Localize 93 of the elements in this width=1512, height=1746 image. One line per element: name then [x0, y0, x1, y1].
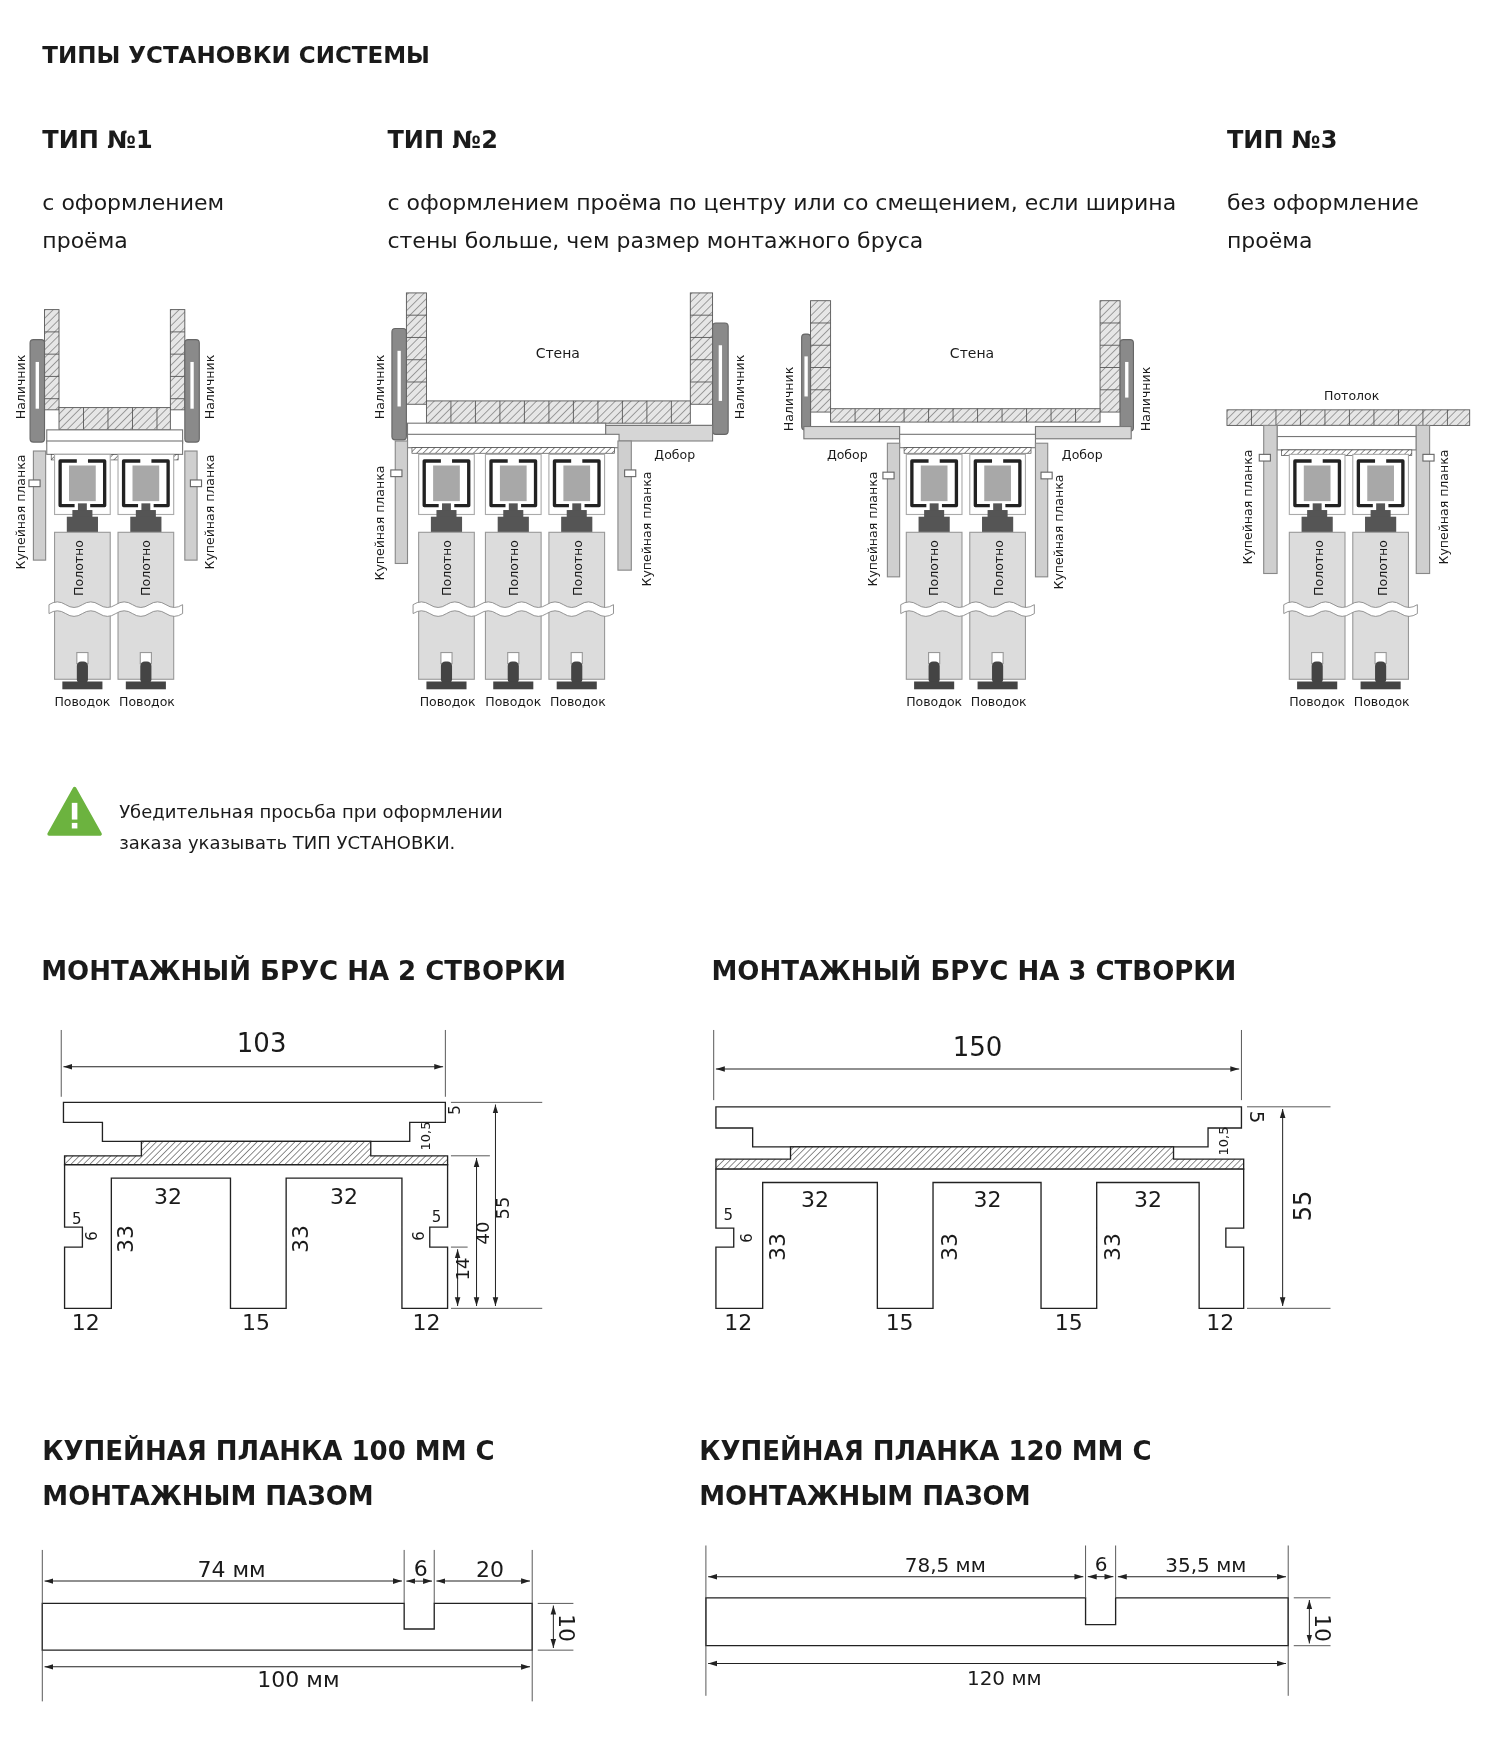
dimension-label: 33 [765, 1233, 792, 1261]
page-title: ТИПЫ УСТАНОВКИ СИСТЕМЫ [42, 41, 430, 70]
section-heading: КУПЕЙНАЯ ПЛАНКА 120 ММ С МОНТАЖНЫМ ПАЗОМ [699, 1434, 1153, 1513]
part-label: Добор [826, 446, 868, 462]
part-label: Полотно [505, 539, 521, 596]
dimension-label: 12 [71, 1309, 100, 1336]
part-label: Купейная планка [371, 465, 387, 581]
part-label: Купейная планка [1435, 449, 1451, 564]
dimension-label: 6 [738, 1233, 757, 1243]
part-label: Купейная планка [864, 471, 880, 587]
type-heading: ТИП №2 [387, 125, 498, 155]
part-label: Наличник [12, 355, 28, 420]
dimension-label: 74 мм [197, 1556, 266, 1584]
part-label: Поводок [970, 693, 1027, 709]
part-label: Полотно [1310, 539, 1326, 596]
dimension-label: 32 [330, 1183, 359, 1211]
dimension-label: 20 [475, 1556, 504, 1584]
dimension-label: 32 [1133, 1187, 1162, 1214]
dimension-label: 15 [242, 1309, 271, 1336]
dimension-label: 5 [723, 1205, 733, 1224]
dimension-label: 5 [1245, 1110, 1269, 1124]
dimension-label: 150 [952, 1032, 1003, 1064]
dimension-label: 10 [1308, 1613, 1335, 1642]
dimension-label: 10 [552, 1613, 579, 1642]
part-label: Потолок [1324, 387, 1380, 403]
dimension-label: 33 [112, 1225, 139, 1254]
dimension-label: 6 [1094, 1552, 1108, 1577]
part-label: Купейная планка [638, 471, 654, 587]
dimension-label: 14 [452, 1257, 474, 1281]
part-label: Наличник [731, 355, 747, 420]
dimension-label: 15 [885, 1309, 914, 1336]
dimension-label: 15 [1054, 1309, 1083, 1336]
part-label: Наличник [371, 355, 387, 420]
section-heading: КУПЕЙНАЯ ПЛАНКА 100 ММ С МОНТАЖНЫМ ПАЗОМ [42, 1434, 496, 1513]
type-heading: ТИП №3 [1226, 125, 1338, 155]
dimension-label: 5 [446, 1105, 465, 1115]
part-label: Поводок [906, 693, 963, 709]
part-label: Полотно [990, 539, 1006, 596]
part-label: Поводок [549, 693, 606, 709]
part-label: Поводок [1353, 693, 1410, 709]
section-heading: МОНТАЖНЫЙ БРУС НА 3 СТВОРКИ [711, 956, 1237, 988]
part-label: Поводок [1289, 693, 1346, 709]
part-label: Купейная планка [1239, 449, 1255, 564]
part-label: Поводок [54, 693, 111, 709]
dimension-label: 32 [801, 1187, 829, 1214]
part-label: Добор [1061, 446, 1103, 462]
dimension-label: 5 [431, 1207, 442, 1226]
part-label: Полотно [1374, 539, 1390, 596]
dimension-label: 33 [936, 1233, 963, 1261]
dimension-label: 40 [472, 1221, 494, 1244]
type-description: с оформлением проёма [42, 188, 226, 256]
part-label: Стена [535, 344, 580, 362]
part-label: Наличник [201, 355, 217, 420]
part-label: Полотно [137, 539, 153, 596]
dimension-label: 5 [72, 1210, 82, 1229]
part-label: Наличник [1137, 366, 1153, 431]
part-label: Наличник [780, 366, 796, 431]
dimension-label: 78,5 мм [904, 1553, 986, 1578]
part-label: Поводок [119, 693, 175, 709]
dimension-label: 32 [973, 1187, 1002, 1214]
type-heading: ТИП №1 [42, 125, 153, 155]
dimension-label: 100 мм [257, 1666, 340, 1694]
part-label: Купейная планка [12, 454, 28, 570]
dimension-label: 120 мм [966, 1665, 1042, 1690]
part-label: Полотно [569, 539, 585, 596]
dimension-label: 32 [154, 1183, 183, 1211]
part-label: Купейная планка [1050, 474, 1066, 590]
part-label: Полотно [70, 539, 86, 596]
dimension-label: 103 [236, 1028, 287, 1060]
dimension-label: 55 [492, 1196, 515, 1220]
dimension-label: 12 [1206, 1309, 1235, 1336]
dimension-label: 6 [409, 1231, 428, 1241]
dimension-label: 10,5 [1215, 1126, 1232, 1156]
dimension-label: 55 [1288, 1190, 1318, 1222]
part-label: Поводок [419, 693, 476, 709]
part-label: Полотно [925, 539, 941, 596]
part-label: Поводок [485, 693, 542, 709]
type-description: с оформлением проёма по центру или со смещением, если ширина стены больше, чем размер монтажного бруса [387, 188, 1178, 256]
dimension-label: 6 [413, 1555, 428, 1582]
section-heading: МОНТАЖНЫЙ БРУС НА 2 СТВОРКИ [41, 956, 567, 988]
note-text: Убедительная просьба при оформлении заказа указывать ТИП УСТАНОВКИ. [119, 799, 504, 855]
dimension-label: 12 [412, 1309, 441, 1336]
part-label: Купейная планка [201, 454, 217, 570]
part-label: Добор [654, 446, 696, 462]
dimension-label: 10,5 [418, 1121, 435, 1151]
dimension-label: 35,5 мм [1165, 1553, 1247, 1578]
dimension-label: 33 [1100, 1233, 1127, 1261]
type-description: без оформление проёма [1226, 188, 1420, 256]
part-label: Стена [949, 344, 995, 362]
dimension-label: 6 [83, 1231, 102, 1241]
dimension-label: 12 [724, 1309, 753, 1336]
dimension-label: 33 [287, 1225, 314, 1254]
part-label: Полотно [438, 539, 454, 596]
